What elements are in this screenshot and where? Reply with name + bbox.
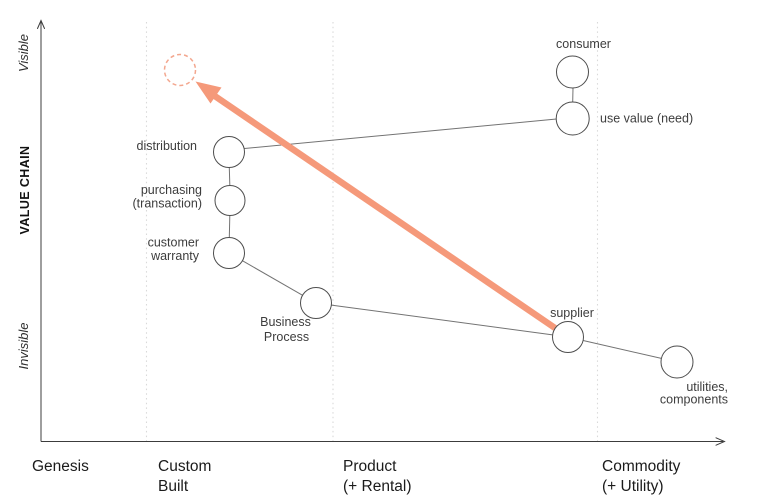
node-utilities [660, 345, 694, 379]
node-distribution [213, 136, 245, 168]
edge-purchasing-customer-warranty [228, 215, 231, 239]
stage-label-product-line1: Product [343, 458, 397, 475]
node-label-consumer: consumer [556, 37, 611, 51]
stage-label-product-line2: (+ Rental) [343, 478, 412, 495]
node-customer-warranty [213, 237, 245, 269]
node-label-customer-warranty-line2: warranty [150, 249, 200, 263]
stage-label-commodity-line2: (+ Utility) [602, 478, 664, 495]
edge-business-process-supplier [331, 304, 553, 336]
node-purchasing [214, 185, 246, 216]
node-label-utilities-line1: utilities, [686, 380, 728, 394]
stage-label-commodity-line1: Commodity [602, 458, 681, 475]
edge-supplier-utilities [582, 340, 663, 359]
y-axis-arrow-icon [37, 19, 45, 29]
y-axis-invisible-label: Invisible [16, 323, 31, 370]
node-supplier [552, 321, 584, 353]
node-label-business-process-line2: Process [264, 330, 309, 344]
edge-distribution-purchasing [228, 167, 231, 186]
stage-label-custom-line2: Built [158, 478, 189, 495]
node-label-purchasing-line2: (transaction) [133, 197, 202, 211]
edge-use-value-distribution [244, 118, 557, 149]
node-label-business-process-line1: Business [260, 315, 311, 329]
stage-label-genesis: Genesis [32, 458, 89, 475]
y-axis-title: VALUE CHAIN [18, 146, 32, 235]
node-business-process [300, 287, 332, 319]
node-label-utilities-line2: components [660, 393, 728, 407]
node-label-purchasing-line1: purchasing [141, 183, 202, 197]
node-label-distribution: distribution [137, 139, 197, 153]
evolution-arrow-head-icon [195, 81, 222, 104]
edge-customer-warranty-business-process [242, 260, 303, 296]
x-axis-arrow-icon [715, 437, 726, 446]
node-label-customer-warranty-line1: customer [148, 236, 199, 250]
node-label-use-value: use value (need) [600, 112, 693, 126]
node-consumer [556, 55, 589, 89]
ghost-node-circle [163, 53, 197, 87]
node-label-supplier: supplier [550, 306, 594, 320]
stage-label-custom-line1: Custom [158, 458, 211, 475]
y-axis-visible-label: Visible [16, 34, 31, 72]
evolution-arrow [212, 92, 557, 331]
node-use-value [555, 101, 590, 136]
